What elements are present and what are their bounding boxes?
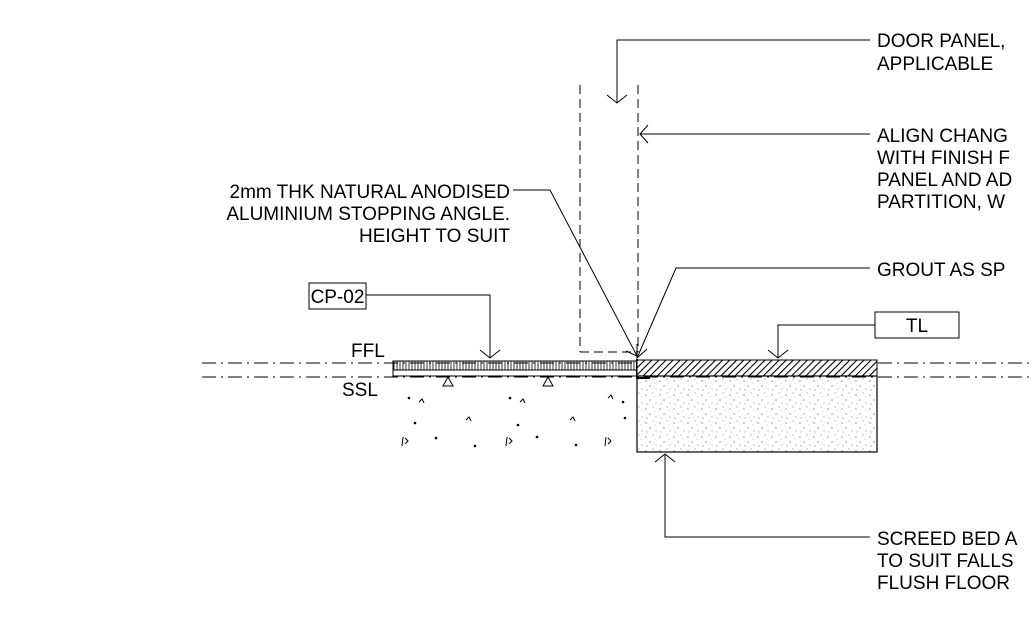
svg-text:2mm THK NATURAL ANODISED: 2mm THK NATURAL ANODISED	[230, 182, 510, 203]
svg-text:WITH FINISH F: WITH FINISH F	[877, 148, 1010, 169]
door-panel-leader	[616, 39, 870, 103]
concrete-slab-hatch	[401, 394, 627, 448]
svg-text:DOOR PANEL,: DOOR PANEL,	[877, 31, 1005, 52]
svg-text:ALIGN CHANG: ALIGN CHANG	[877, 126, 1008, 147]
tl-tag-box	[874, 311, 960, 339]
grout-arrowhead	[636, 344, 648, 360]
tile-finish	[636, 359, 878, 377]
stopping-angle-leader	[513, 189, 638, 357]
tl-arrowhead	[767, 349, 789, 359]
tl-leader	[777, 324, 875, 358]
screed-leader	[664, 455, 870, 538]
svg-text:FLUSH FLOOR: FLUSH FLOOR	[877, 573, 1010, 594]
cp02-tag-label: CP-02	[311, 287, 365, 308]
door-panel-arrowhead	[606, 94, 628, 104]
screed-arrowhead	[654, 453, 676, 463]
svg-text:PARTITION, W: PARTITION, W	[877, 192, 1005, 213]
grout-note: GROUT AS SP	[877, 260, 1005, 281]
svg-text:PANEL AND AD: PANEL AND AD	[877, 170, 1012, 191]
svg-text:HEIGHT TO SUIT: HEIGHT TO SUIT	[359, 226, 510, 247]
svg-text:ALUMINIUM STOPPING ANGLE.: ALUMINIUM STOPPING ANGLE.	[226, 204, 510, 225]
cp02-arrowhead	[479, 349, 501, 359]
svg-text:SCREED BED A: SCREED BED A	[877, 529, 1018, 550]
align-change-note: ALIGN CHANG WITH FINISH F PANEL AND AD P…	[877, 126, 1012, 213]
ssl-label: SSL	[342, 380, 378, 401]
grout-leader	[636, 267, 870, 359]
leaders	[366, 39, 875, 538]
svg-text:APPLICABLE: APPLICABLE	[877, 54, 993, 75]
svg-text:TO SUIT FALLS: TO SUIT FALLS	[877, 551, 1014, 572]
door-panel-note: DOOR PANEL, APPLICABLE	[877, 31, 1005, 75]
screed-bed	[636, 375, 878, 453]
ffl-label: FFL	[351, 341, 385, 362]
align-change-arrowhead	[639, 124, 649, 144]
tl-tag-label: TL	[906, 316, 928, 337]
cp02-tag-box	[308, 282, 367, 310]
door-panel-outline	[579, 85, 639, 353]
stopping-angle-note: 2mm THK NATURAL ANODISED ALUMINIUM STOPP…	[226, 182, 510, 247]
screed-bed-note: SCREED BED A TO SUIT FALLS FLUSH FLOOR	[877, 529, 1018, 594]
carpet-finish	[392, 360, 638, 387]
cp02-leader	[366, 294, 491, 358]
